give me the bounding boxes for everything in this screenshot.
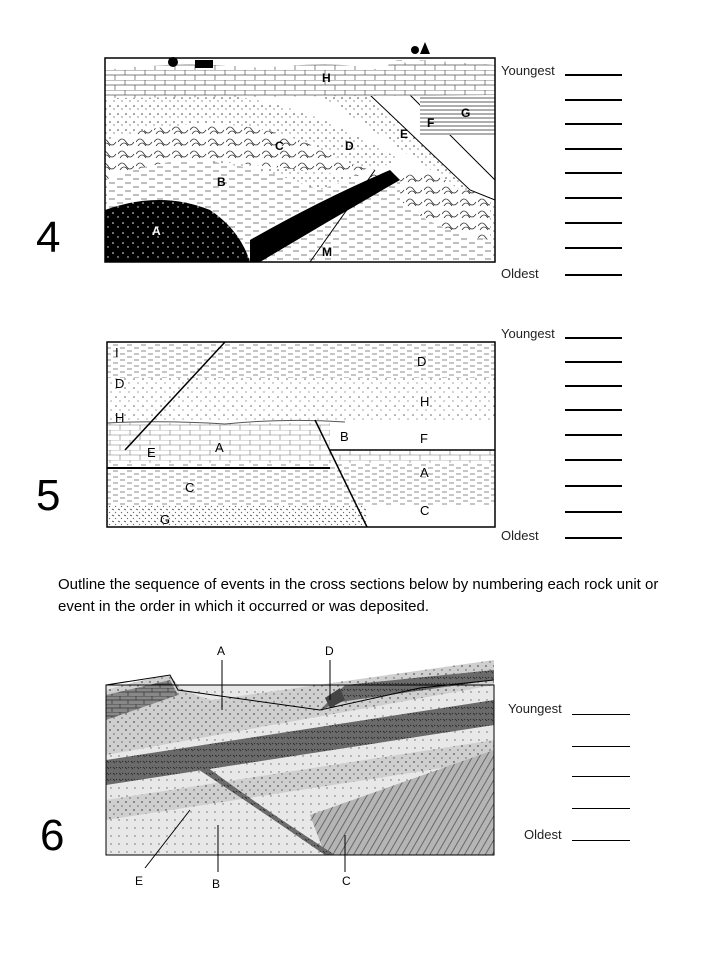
- oldest-label: Oldest: [524, 827, 562, 842]
- answer-blank[interactable]: [565, 459, 622, 461]
- oldest-label: Oldest: [501, 528, 539, 543]
- answer-blank[interactable]: [565, 385, 622, 387]
- cross-section-4: A B C D E F G H M: [104, 42, 496, 263]
- answer-blank[interactable]: [565, 172, 622, 174]
- youngest-label: Youngest: [501, 63, 555, 78]
- answer-blank[interactable]: [565, 123, 622, 125]
- unit-label: A: [420, 465, 429, 480]
- youngest-label: Youngest: [508, 701, 562, 716]
- unit-label: D: [345, 139, 354, 153]
- unit-label: C: [275, 139, 284, 153]
- unit-label: G: [461, 106, 470, 120]
- unit-label: A: [215, 440, 224, 455]
- answer-blank[interactable]: [565, 409, 622, 411]
- problem-number: 5: [36, 471, 61, 520]
- answer-blank[interactable]: [572, 840, 630, 841]
- answer-blank[interactable]: [572, 714, 630, 715]
- cross-section-6: A D E B C: [105, 644, 495, 891]
- answer-blank[interactable]: [572, 776, 630, 777]
- answer-blank[interactable]: [565, 148, 622, 150]
- unit-label: D: [115, 376, 124, 391]
- answer-blank[interactable]: [565, 247, 622, 249]
- unit-label: D: [325, 644, 334, 658]
- unit-label: A: [152, 224, 161, 238]
- answer-blank[interactable]: [572, 746, 630, 747]
- unit-label: B: [212, 877, 220, 891]
- unit-label: H: [115, 410, 124, 425]
- unit-label: F: [420, 431, 428, 446]
- unit-label: H: [322, 71, 331, 85]
- answer-blank[interactable]: [565, 197, 622, 199]
- problem-number: 6: [40, 811, 65, 860]
- unit-label: H: [420, 394, 429, 409]
- answer-blank[interactable]: [565, 74, 622, 76]
- answer-blank[interactable]: [565, 99, 622, 101]
- answer-blank[interactable]: [565, 361, 622, 363]
- unit-label: F: [427, 116, 434, 130]
- unit-label: C: [420, 503, 429, 518]
- cross-section-5: I D H E A C G B F D H A C: [106, 341, 496, 528]
- unit-label: C: [185, 480, 194, 495]
- answer-blank[interactable]: [565, 485, 622, 487]
- youngest-label: Youngest: [501, 326, 555, 341]
- answer-blank[interactable]: [565, 274, 622, 276]
- answer-blank[interactable]: [565, 537, 622, 539]
- unit-label: E: [135, 874, 143, 888]
- unit-label: E: [400, 127, 408, 141]
- unit-label: G: [160, 512, 170, 527]
- unit-label: B: [217, 175, 226, 189]
- oldest-label: Oldest: [501, 266, 539, 281]
- answer-blank[interactable]: [565, 511, 622, 513]
- unit-label: D: [417, 354, 426, 369]
- answer-blank[interactable]: [565, 434, 622, 436]
- instructions: Outline the sequence of events in the cr…: [58, 576, 659, 615]
- unit-label: C: [342, 874, 351, 888]
- unit-label: I: [115, 345, 119, 360]
- unit-label: A: [217, 644, 225, 658]
- answer-blank[interactable]: [565, 337, 622, 339]
- answer-blank[interactable]: [565, 222, 622, 224]
- answer-blank[interactable]: [572, 808, 630, 809]
- problem-number: 4: [36, 213, 61, 262]
- unit-label: M: [322, 245, 332, 259]
- unit-label: E: [147, 445, 156, 460]
- unit-label: B: [340, 429, 349, 444]
